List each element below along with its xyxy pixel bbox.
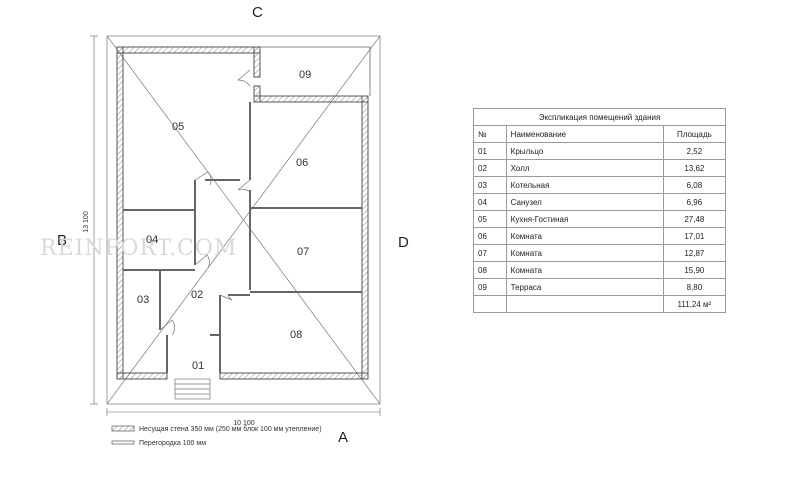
table-header-row: № Наименование Площадь [473, 125, 727, 143]
cell-name: Котельная [505, 176, 664, 194]
cell-number: 03 [473, 176, 507, 194]
cell-number: 04 [473, 193, 507, 211]
room-label-09: 09 [299, 69, 311, 81]
cell-area: 12,87 [662, 244, 727, 262]
room-explication-table: Экспликация помещений здания № Наименова… [473, 108, 727, 313]
cell-name: Комната [505, 244, 664, 262]
side-label-bottom: A [338, 429, 348, 446]
table-title-row: Экспликация помещений здания [473, 108, 726, 126]
cell-number: 05 [473, 210, 507, 228]
cell-area: 27,48 [662, 210, 727, 228]
cell-name: Терраса [505, 278, 664, 296]
room-label-02: 02 [191, 289, 203, 301]
total-empty-cell [473, 295, 507, 313]
room-label-03: 03 [137, 294, 149, 306]
dimension-height: 13 100 [83, 211, 90, 233]
cell-number: 08 [473, 261, 507, 279]
cell-name: Кухня-Гостиная [505, 210, 664, 228]
legend-swatch-load-bearing [111, 425, 135, 432]
side-label-top: C [252, 4, 263, 21]
table-title: Экспликация помещений здания [473, 108, 726, 126]
cell-number: 02 [473, 159, 507, 177]
table-total-row: 111,24 м² [473, 295, 727, 313]
side-label-right: D [398, 234, 409, 251]
watermark-text: REINPORT.COM [40, 236, 237, 261]
room-label-05: 05 [172, 121, 184, 133]
roof-outline [106, 35, 381, 405]
interior-partitions [123, 102, 362, 373]
cell-name: Санузел [505, 193, 664, 211]
legend-label-load-bearing: Несущая стена 350 мм (250 мм блок 100 мм… [139, 425, 322, 433]
legend: Несущая стена 350 мм (250 мм блок 100 мм… [111, 425, 322, 447]
cell-area: 2,52 [662, 142, 727, 160]
dimension-width: 10 100 [233, 420, 255, 427]
porch-steps [174, 378, 211, 400]
cell-area: 15,90 [662, 261, 727, 279]
cell-name: Холл [505, 159, 664, 177]
header-name: Наименование [505, 125, 664, 143]
room-label-01: 01 [192, 360, 204, 372]
room-label-07: 07 [297, 246, 309, 258]
room-label-04: 04 [146, 234, 158, 246]
cell-name: Крыльцо [505, 142, 664, 160]
cell-number: 07 [473, 244, 507, 262]
dimension-lines [90, 35, 381, 416]
cell-name: Комната [505, 261, 664, 279]
exterior-walls [116, 46, 369, 380]
cell-number: 09 [473, 278, 507, 296]
cell-number: 06 [473, 227, 507, 245]
cell-name: Комната [505, 227, 664, 245]
door-swings [159, 69, 251, 336]
legend-label-partition: Перегородка 100 мм [139, 440, 206, 447]
cell-number: 01 [473, 142, 507, 160]
cell-area: 17,01 [662, 227, 727, 245]
terrace-outline [260, 46, 371, 96]
legend-swatch-partition [111, 440, 135, 445]
cell-area: 8,80 [662, 278, 727, 296]
header-area: Площадь [662, 125, 727, 143]
header-number: № [473, 125, 507, 143]
total-area: 111,24 м² [662, 295, 727, 313]
total-empty-cell [505, 295, 664, 313]
cell-area: 13,62 [662, 159, 727, 177]
cell-area: 6,96 [662, 193, 727, 211]
side-label-left: B [57, 232, 67, 249]
cell-area: 6,08 [662, 176, 727, 194]
room-label-08: 08 [290, 329, 302, 341]
room-label-06: 06 [296, 157, 308, 169]
